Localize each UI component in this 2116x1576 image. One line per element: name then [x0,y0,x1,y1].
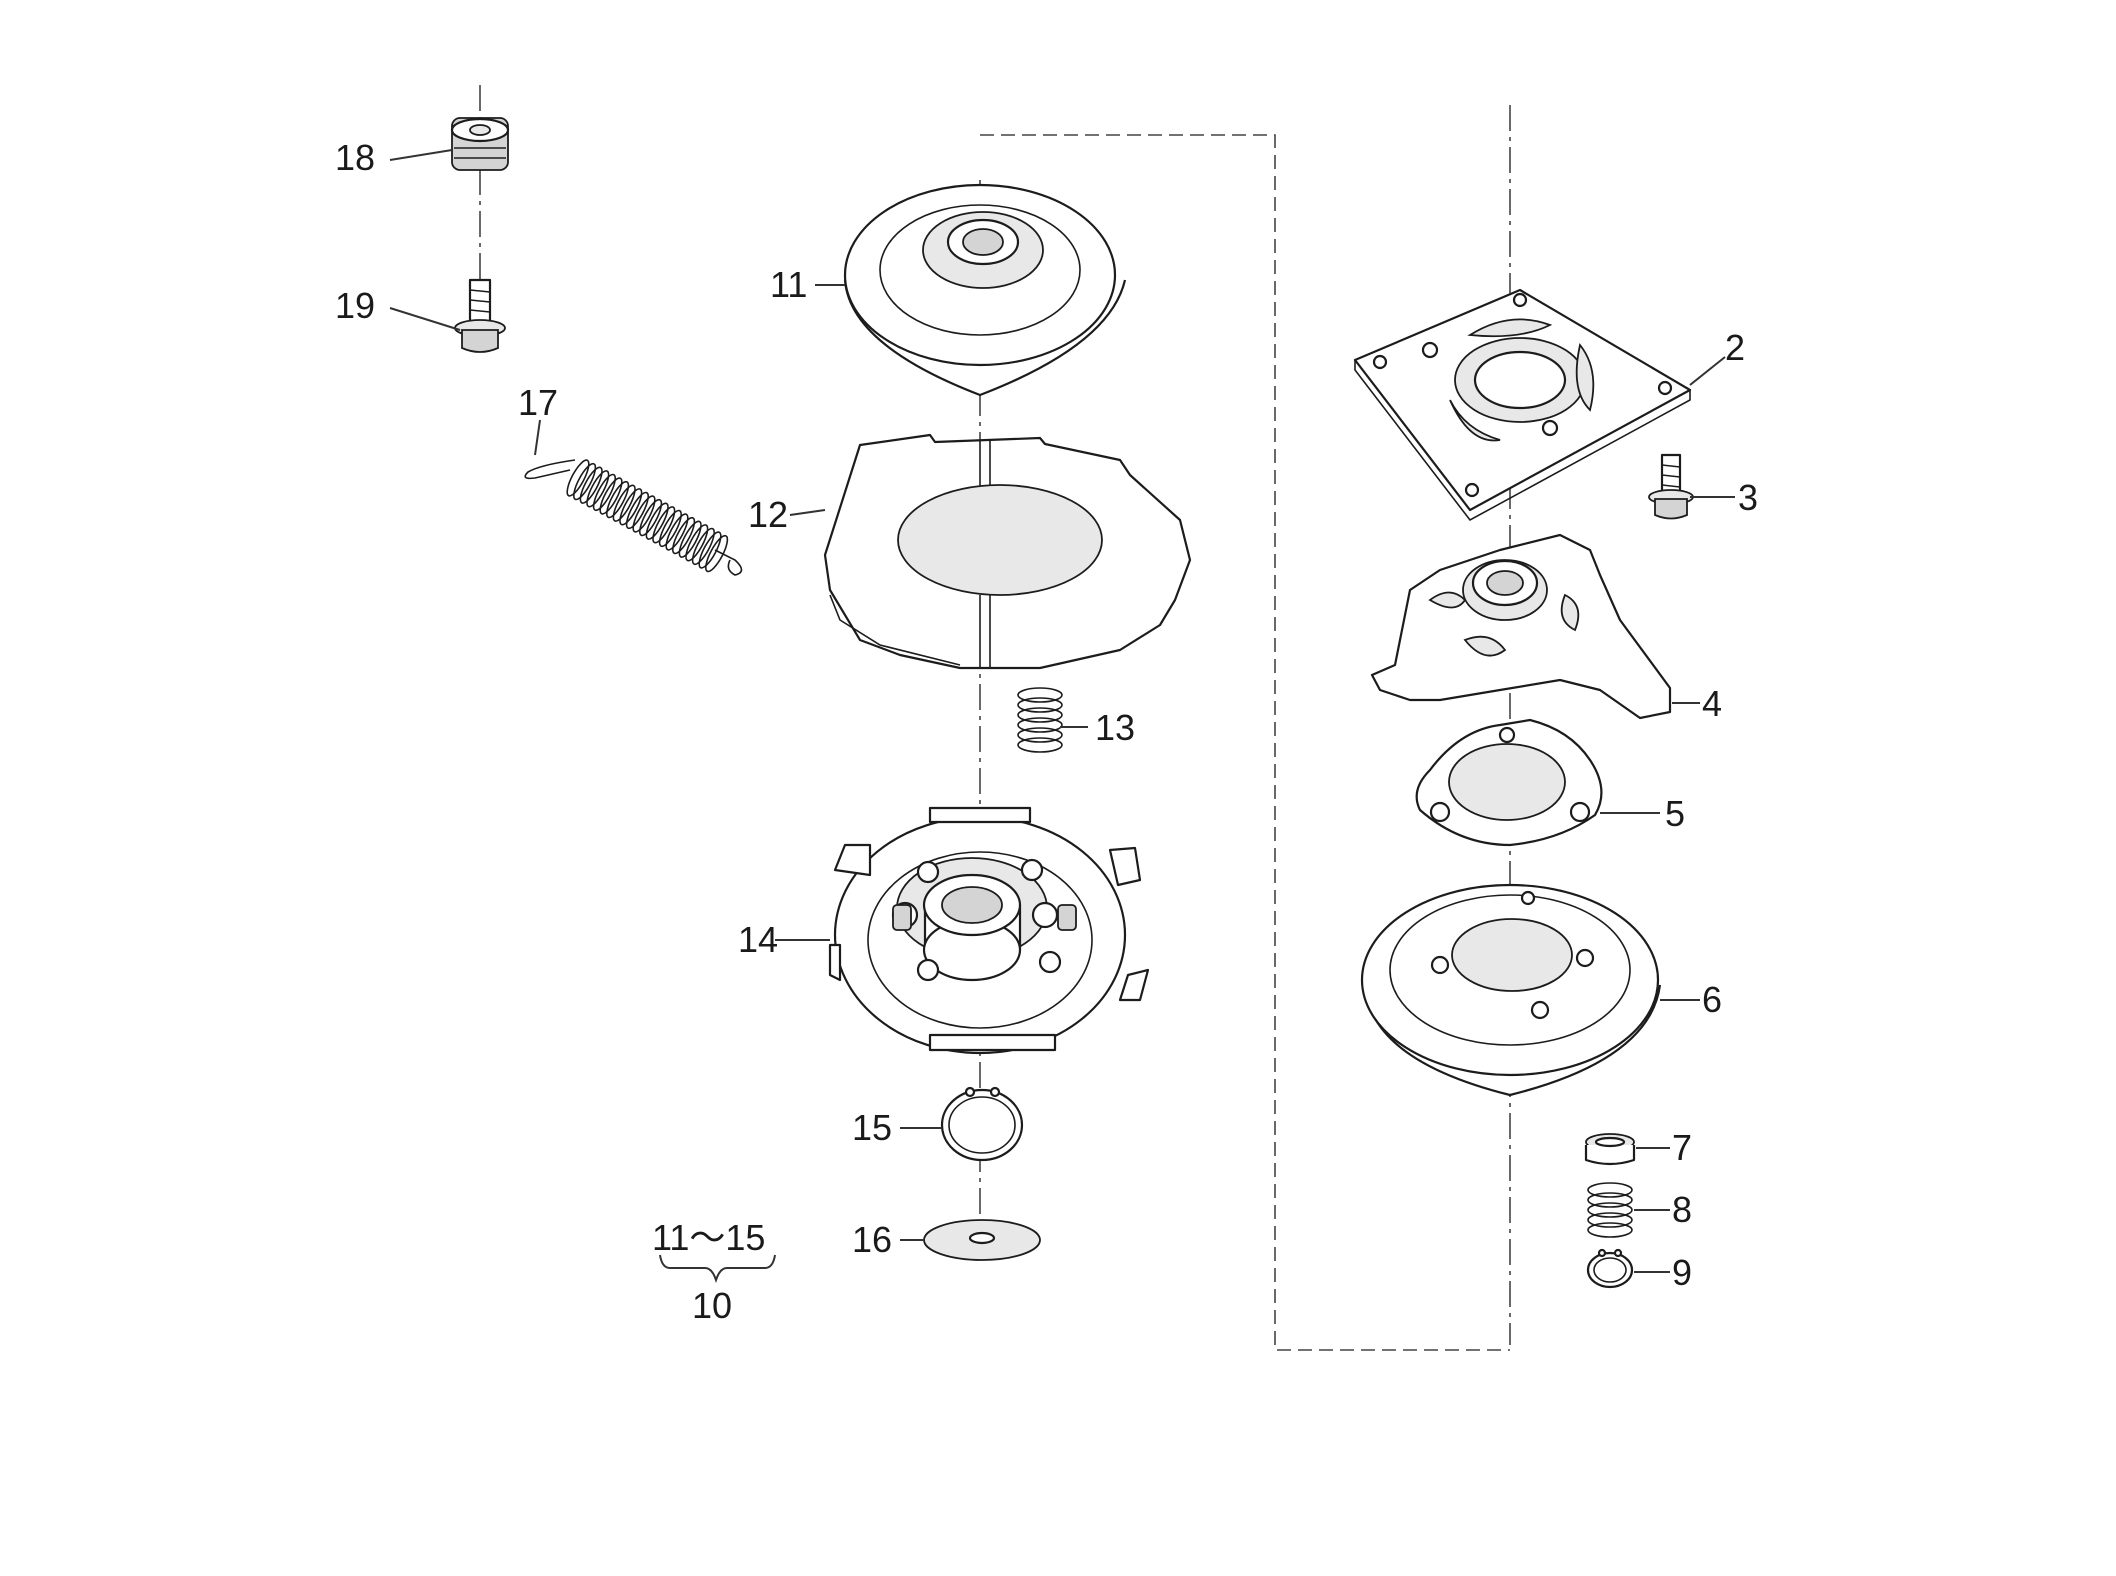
part-17-extension-spring[interactable] [524,458,743,576]
part-7-cap[interactable] [1584,1133,1636,1166]
label-10: 10 [692,1285,732,1326]
part-number-labels: 18 19 17 11 12 13 14 15 16 11～15 10 2 3 … [335,137,1758,1326]
part-8-spring[interactable] [1587,1182,1633,1238]
label-4: 4 [1702,683,1722,724]
label-14: 14 [738,919,778,960]
part-4-bearing-bracket[interactable] [1370,533,1672,720]
label-7: 7 [1672,1127,1692,1168]
label-3: 3 [1738,477,1758,518]
part-2-mounting-plate[interactable] [1353,288,1692,522]
part-14-clutch-carrier[interactable] [828,806,1150,1055]
part-15-circlip[interactable] [940,1086,1024,1162]
part-6-brake-drum[interactable] [1360,883,1662,1097]
label-10-range: 11～15 [652,1217,765,1258]
label-15: 15 [852,1107,892,1148]
label-16: 16 [852,1219,892,1260]
label-18: 18 [335,137,375,178]
label-11: 11 [770,264,807,305]
label-6: 6 [1702,979,1722,1020]
part-13-compression-spring[interactable] [1017,687,1063,753]
label-19: 19 [335,285,375,326]
part-5-gasket[interactable] [1415,718,1603,847]
label-13: 13 [1095,707,1135,748]
label-9: 9 [1672,1252,1692,1293]
part-9-snap-ring[interactable] [1586,1248,1634,1289]
part-18-grommet[interactable] [450,117,510,171]
leader-lines [389,149,1735,1284]
label-2: 2 [1725,327,1745,368]
part-16-washer[interactable] [923,1219,1041,1261]
label-12: 12 [748,494,788,535]
part-19-bolt[interactable] [454,278,506,353]
part-3-bolt[interactable] [1648,453,1694,520]
label-5: 5 [1665,793,1685,834]
label-8: 8 [1672,1189,1692,1230]
part-12-clutch-plate[interactable] [823,433,1192,670]
label-17: 17 [518,382,558,423]
part-11-disc-cover[interactable] [843,183,1127,397]
